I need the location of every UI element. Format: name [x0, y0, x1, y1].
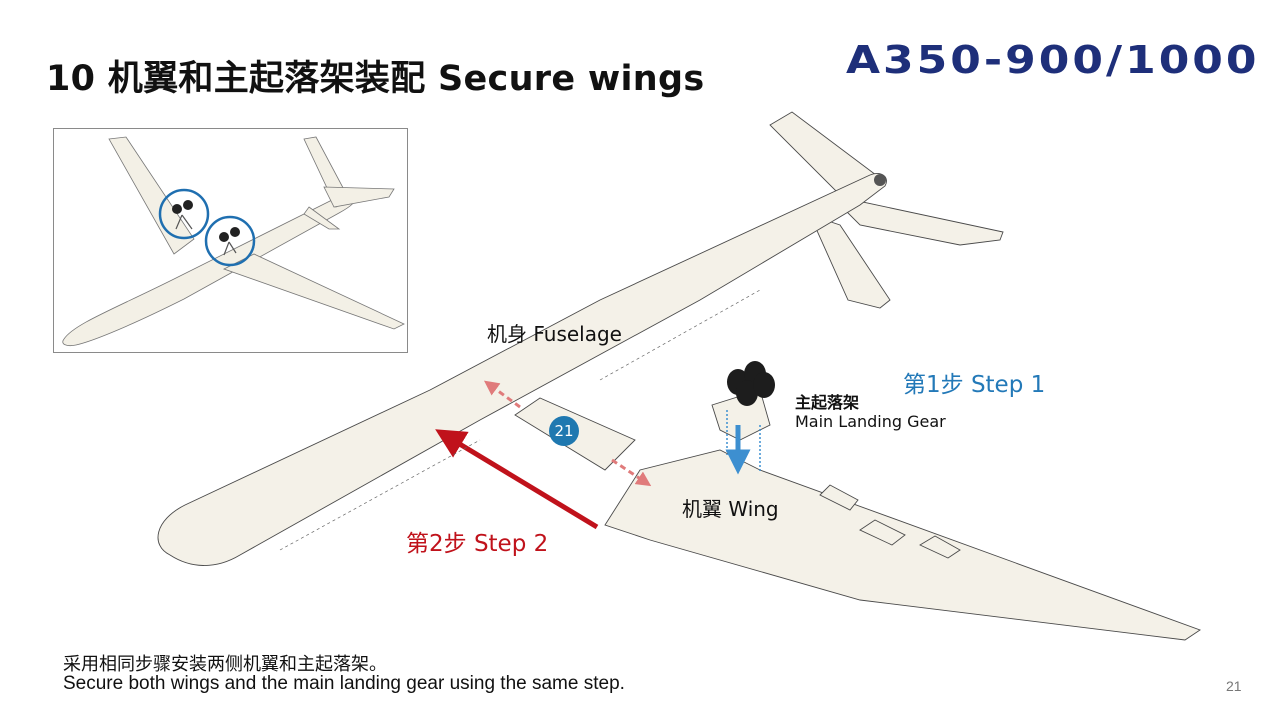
step1-label: 第1步 Step 1 [903, 372, 1046, 398]
main-landing-gear-label-cn: 主起落架 [795, 393, 860, 412]
slide-title: 10 机翼和主起落架装配 Secure wings [46, 59, 705, 99]
lower-fin [809, 214, 891, 309]
overview-stabilizer [323, 186, 395, 208]
landing-gear-wheels [727, 361, 775, 406]
overview-aircraft-illustration [62, 136, 405, 347]
flap-fairing-2 [859, 519, 906, 546]
horizontal-stabilizer [828, 194, 1004, 246]
fuselage-windows [279, 289, 761, 551]
main-landing-gear-label-en: Main Landing Gear [795, 412, 946, 431]
wing-label: 机翼 Wing [682, 497, 779, 521]
gear-highlight-2 [204, 215, 256, 267]
gear-highlight-1 [158, 188, 210, 240]
brand-logo: A350-900/1000 [846, 38, 1260, 83]
step2-arrow [435, 429, 599, 530]
instruction-en: Secure both wings and the main landing g… [63, 673, 625, 694]
part-number-badge: 21 [549, 416, 579, 446]
tail-cone [874, 174, 886, 186]
alignment-arrow-fuselage [483, 380, 521, 409]
flap-fairing-3 [919, 535, 961, 559]
step2-label: 第2步 Step 2 [406, 531, 549, 557]
overview-wing-far [108, 136, 195, 255]
flap-fairing-1 [819, 484, 859, 511]
alignment-arrow-wing [611, 458, 652, 487]
overview-inset [53, 128, 408, 353]
page-number: 21 [1226, 678, 1242, 694]
wing [604, 449, 1201, 641]
instruction-cn: 采用相同步骤安装两侧机翼和主起落架。 [63, 654, 387, 675]
fuselage-label: 机身 Fuselage [487, 322, 622, 346]
overview-stabilizer-far [303, 206, 341, 230]
